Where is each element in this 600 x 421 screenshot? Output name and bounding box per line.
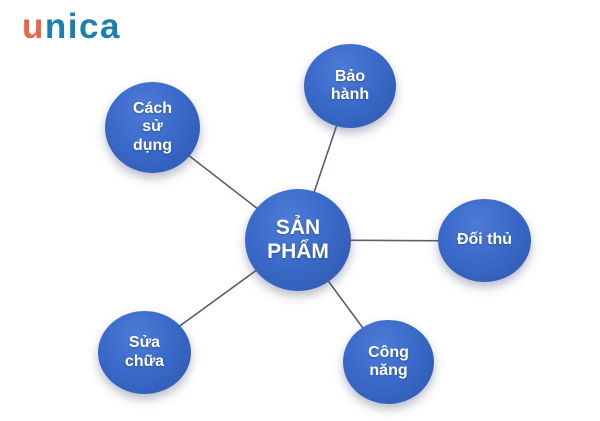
node-cong-nang: Công năng xyxy=(343,320,434,404)
logo-accent-letter: u xyxy=(22,7,45,46)
unica-logo: unica xyxy=(22,7,121,47)
node-label: Sửa chữa xyxy=(124,334,165,370)
node-label: Cách sử dụng xyxy=(132,99,173,154)
logo-rest-letters: nica xyxy=(44,7,121,46)
center-node-label: SẢN PHẨM xyxy=(267,215,329,263)
node-doi-thu: Đối thủ xyxy=(438,199,531,282)
node-cach-su-dung: Cách sử dụng xyxy=(105,82,200,173)
node-label: Công năng xyxy=(368,343,409,379)
node-label: Bảo hành xyxy=(330,67,370,103)
node-sua-chua: Sửa chữa xyxy=(98,311,191,394)
center-node-san-pham: SẢN PHẨM xyxy=(245,189,351,291)
node-bao-hanh: Bảo hành xyxy=(304,44,396,128)
node-label: Đối thủ xyxy=(456,231,513,249)
